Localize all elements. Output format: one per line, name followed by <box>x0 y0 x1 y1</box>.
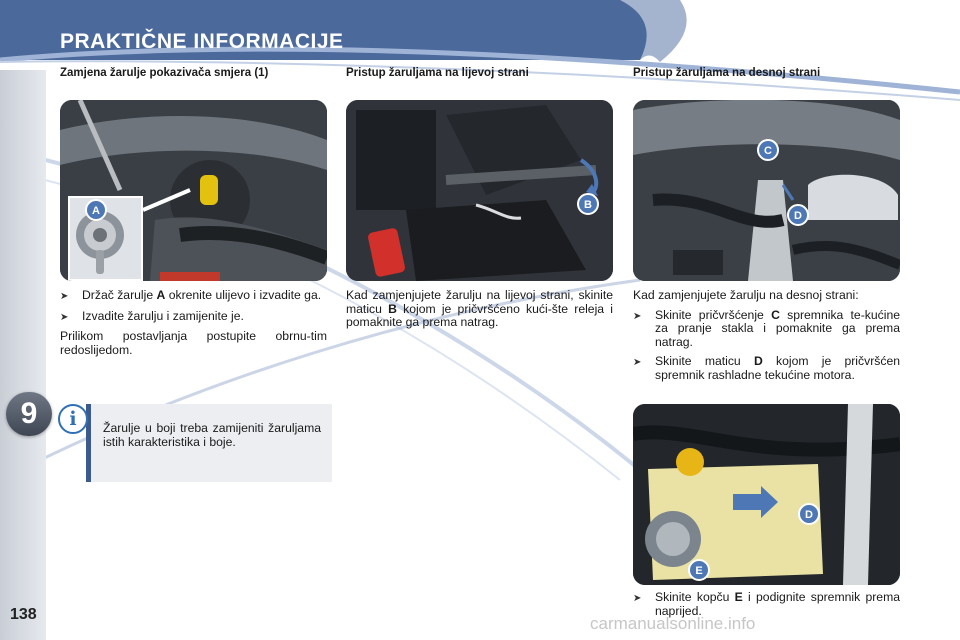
photo-bulb-holder: A <box>60 100 327 281</box>
bullet-arrow-icon: ➤ <box>633 593 642 604</box>
heading-right-side-access: Pristup žaruljama na desnoj strani <box>633 67 821 79</box>
heading-turn-signal-bulb: Zamjena žarulje pokazivača smjera (1) <box>60 67 269 79</box>
col2-text: Kad zamjenjujete žarulju na lijevoj stra… <box>346 288 613 329</box>
chapter-sidebar <box>0 70 46 640</box>
photo-label-d-bottom: D <box>805 509 813 521</box>
photo-right-side-engine-bay: C D <box>633 100 900 281</box>
info-box: Žarulje u boji treba zamijeniti žaruljam… <box>86 404 332 482</box>
bullet-arrow-icon: ➤ <box>633 310 642 322</box>
list-item: ➤ Skinite maticu D kojom je pričvršćen s… <box>633 354 900 382</box>
col1-text: ➤ Držač žarulje A okrenite ulijevo i izv… <box>60 288 327 363</box>
photo-left-side-relay-box: B <box>346 100 613 281</box>
list-item: ➤ Skinite pričvršćenje C spremnika te-ku… <box>633 307 900 349</box>
bullet-arrow-icon: ➤ <box>633 357 642 368</box>
list-item: ➤ Izvadite žarulju i zamijenite je. <box>60 308 244 323</box>
photo-label-b: B <box>584 199 592 211</box>
photo-coolant-reservoir: D E <box>633 404 900 585</box>
info-text: Žarulje u boji treba zamijeniti žaruljam… <box>103 421 321 449</box>
col3-bottom-text: ➤ Skinite kopču E i podignite spremnik p… <box>633 590 900 624</box>
page-number: 138 <box>10 606 37 623</box>
photo-label-e: E <box>695 565 702 577</box>
bullet-arrow-icon: ➤ <box>60 311 69 323</box>
list-item: ➤ Držač žarulje A okrenite ulijevo i izv… <box>60 288 322 302</box>
bullet-arrow-icon: ➤ <box>60 291 69 302</box>
watermark-text: carmanualsonline.info <box>590 614 756 633</box>
heading-left-side-access: Pristup žaruljama na lijevoj strani <box>346 67 529 79</box>
photo-label-a: A <box>92 205 100 217</box>
right-side-intro: Kad zamjenjujete žarulju na desnoj stran… <box>633 288 859 302</box>
col3-text: Kad zamjenjujete žarulju na desnoj stran… <box>633 288 900 388</box>
page-title: PRAKTIČNE INFORMACIJE <box>60 30 344 53</box>
chapter-number-badge: 9 <box>6 392 52 436</box>
reassembly-note: Prilikom postavljanja postupite obrnu-ti… <box>60 329 327 357</box>
photo-label-c: C <box>764 145 772 157</box>
list-item: ➤ Skinite kopču E i podignite spremnik p… <box>633 590 900 618</box>
info-icon: i <box>58 404 88 434</box>
photo-label-d-top: D <box>794 210 802 222</box>
